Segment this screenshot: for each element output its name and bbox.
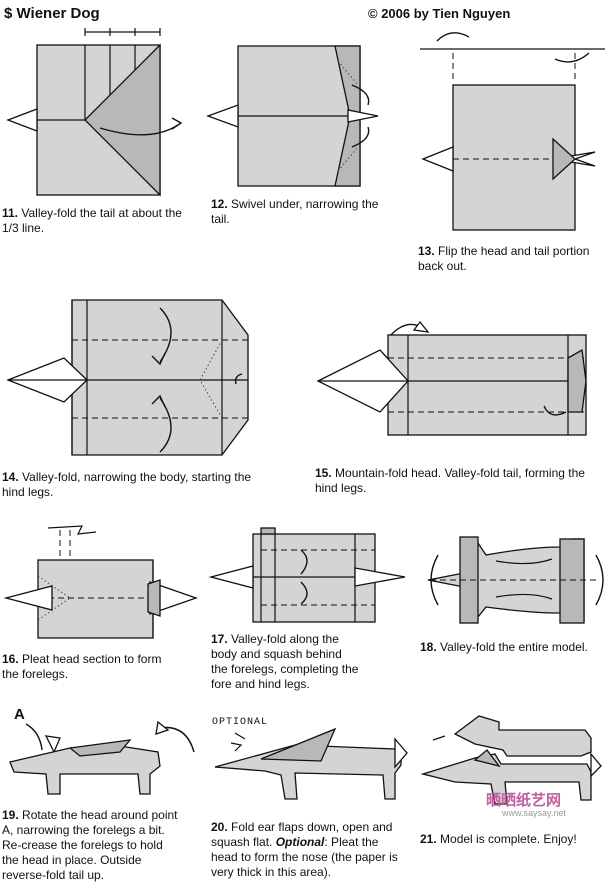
step-19-caption: 19. Rotate the head around point A, narr… [2, 808, 182, 883]
step-16-diagram [0, 520, 210, 650]
step-12-diagram [200, 25, 400, 195]
step-20-diagram [205, 715, 410, 815]
step-11-diagram [0, 25, 200, 205]
step-14-caption: 14. Valley-fold, narrowing the body, sta… [2, 470, 272, 500]
step-17-caption: 17. Valley-fold along the body and squas… [211, 632, 361, 692]
step-14-diagram [0, 290, 270, 465]
step-12-caption: 12. Swivel under, narrowing the tail. [211, 197, 391, 227]
step-13-diagram [415, 25, 610, 245]
step-15-caption: 15. Mountain-fold head. Valley-fold tail… [315, 466, 600, 496]
step-11-caption: 11. Valley-fold the tail at about the 1/… [2, 206, 182, 236]
step-15-diagram [310, 310, 600, 460]
copyright-notice: © 2006 by Tien Nguyen [368, 6, 510, 21]
step-18-caption: 18. Valley-fold the entire model. [420, 640, 610, 655]
step-16-caption: 16. Pleat head section to form the forel… [2, 652, 167, 682]
step-18-diagram [420, 525, 610, 635]
step-13-caption: 13. Flip the head and tail portion back … [418, 244, 603, 274]
step-21-caption: 21. Model is complete. Enjoy! [420, 832, 610, 847]
watermark-text: 晒晒纸艺网 [486, 789, 561, 810]
step-20-caption: 20. Fold ear flaps down, open and squash… [211, 820, 401, 880]
step-17-diagram [205, 520, 410, 630]
page-title: $ Wiener Dog [4, 5, 100, 22]
step-19-diagram [0, 712, 200, 807]
watermark-url: www.saysay.net [502, 808, 566, 818]
